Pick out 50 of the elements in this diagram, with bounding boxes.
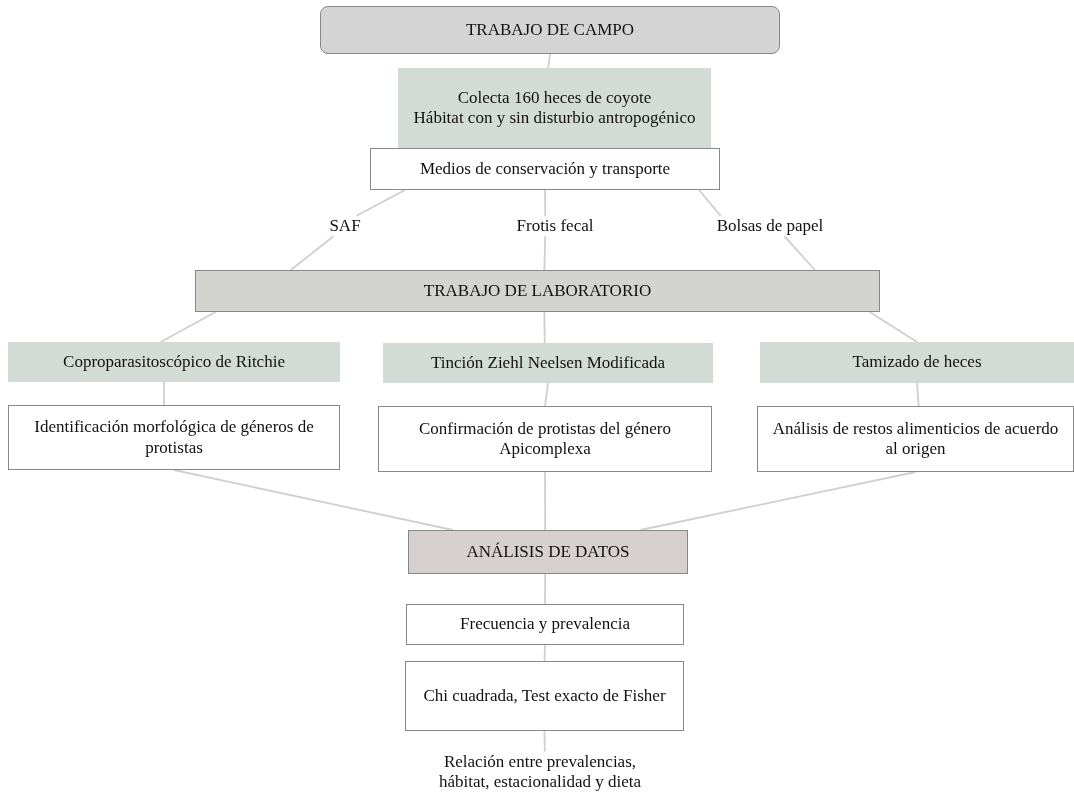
phase-box [408,530,688,574]
connector-line [544,573,547,605]
process-box [378,406,712,472]
box-text: Frecuencia y prevalencia [460,614,630,635]
method-box [383,343,713,383]
process-box [406,604,684,645]
box-text: Medios de conservación y transporte [419,158,671,180]
method-box [398,68,711,148]
method-box [760,342,1074,383]
step-text: Relación entre prevalencias, hábitat, estacionalidad y dieta [437,751,642,793]
phase-box [320,6,780,54]
connector-line [544,382,549,407]
step-text: SAF [329,215,361,237]
connector-line [698,189,722,217]
process-box [405,661,684,731]
step-text: Frotis fecal [516,215,594,237]
box-text: Coproparasitoscópico de Ritchie [63,351,285,373]
box-text: Tinción Ziehl Neelsen Modificada [431,352,665,374]
box-text: Confirmación de protistas del género Apicomplexa [417,418,673,460]
connector-line [290,235,335,271]
connector-line [355,189,406,217]
connector-line [547,53,551,69]
box-text: Hábitat con y sin disturbio antropogénico [413,108,696,129]
connector-line [544,189,547,217]
connector-line [868,311,918,343]
connector-line [544,471,547,531]
process-box [370,148,720,190]
box-text: TRABAJO DE CAMPO [465,19,635,41]
step-text: Bolsas de papel [716,215,824,237]
connector-line [543,235,547,271]
phase-box [195,270,880,312]
connector-line [783,235,816,271]
box-text: Análisis de restos alimenticios de acuerdo al origen [771,418,1060,460]
box-text: Chi cuadrada, Test exacto de Fisher [423,685,666,707]
box-text: Tamizado de heces [852,352,982,373]
connector-line [543,644,546,662]
box-text: TRABAJO DE LABORATORIO [423,280,652,302]
connector-line [543,730,546,753]
connector-line [163,381,165,406]
connector-line [173,469,454,531]
connector-line [916,382,920,407]
method-box [8,342,340,382]
connector-line [543,311,546,344]
connector-line [639,471,917,531]
process-box [8,405,340,470]
box-text: Colecta 160 heces de coyote [457,87,652,108]
process-box [757,406,1074,472]
connector-line [159,311,217,343]
box-text: ANÁLISIS DE DATOS [466,541,630,563]
box-text: Identificación morfológica de géneros de protistas [33,417,315,458]
